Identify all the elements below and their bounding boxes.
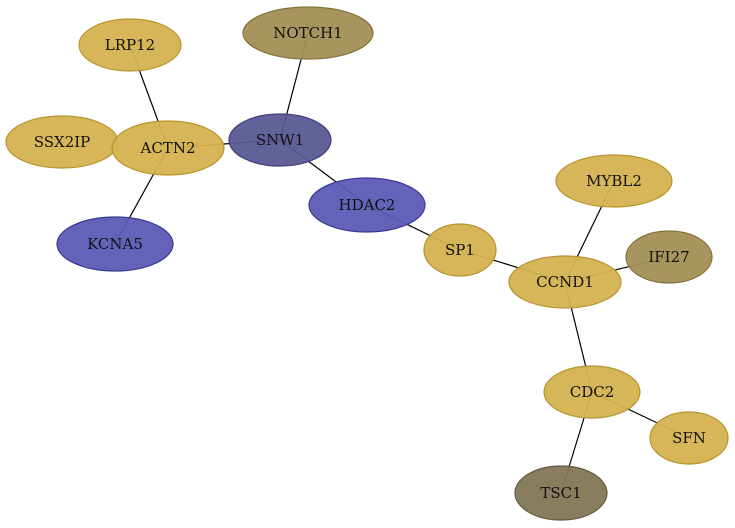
node-sp1[interactable]: SP1 (423, 223, 497, 277)
node-label-snw1: SNW1 (256, 131, 304, 149)
node-label-lrp12: LRP12 (105, 36, 155, 54)
node-layer: NOTCH1 LRP12 SSX2IP ACTN2 SNW1 KCNA5 (5, 6, 729, 521)
node-label-actn2: ACTN2 (140, 139, 196, 157)
node-hdac2[interactable]: HDAC2 (308, 177, 426, 233)
node-cdc2[interactable]: CDC2 (543, 365, 641, 419)
node-label-hdac2: HDAC2 (339, 196, 396, 214)
node-mybl2[interactable]: MYBL2 (555, 154, 673, 208)
node-tsc1[interactable]: TSC1 (514, 465, 608, 521)
node-label-notch1: NOTCH1 (273, 24, 343, 42)
node-label-mybl2: MYBL2 (586, 172, 642, 190)
node-label-ifi27: IFI27 (648, 248, 689, 266)
node-kcna5[interactable]: KCNA5 (56, 216, 174, 272)
node-label-tsc1: TSC1 (540, 484, 581, 502)
node-ifi27[interactable]: IFI27 (625, 230, 713, 284)
node-snw1[interactable]: SNW1 (228, 113, 332, 167)
node-actn2[interactable]: ACTN2 (111, 120, 225, 176)
node-label-sfn: SFN (672, 429, 706, 447)
node-label-ccnd1: CCND1 (536, 273, 594, 291)
node-label-sp1: SP1 (445, 241, 475, 259)
node-sfn[interactable]: SFN (649, 411, 729, 465)
node-notch1[interactable]: NOTCH1 (242, 6, 374, 60)
node-label-kcna5: KCNA5 (87, 235, 143, 253)
node-lrp12[interactable]: LRP12 (78, 18, 182, 72)
node-ccnd1[interactable]: CCND1 (508, 255, 622, 309)
node-label-ssx2ip: SSX2IP (34, 133, 91, 151)
node-ssx2ip[interactable]: SSX2IP (5, 115, 119, 169)
node-label-cdc2: CDC2 (570, 383, 615, 401)
